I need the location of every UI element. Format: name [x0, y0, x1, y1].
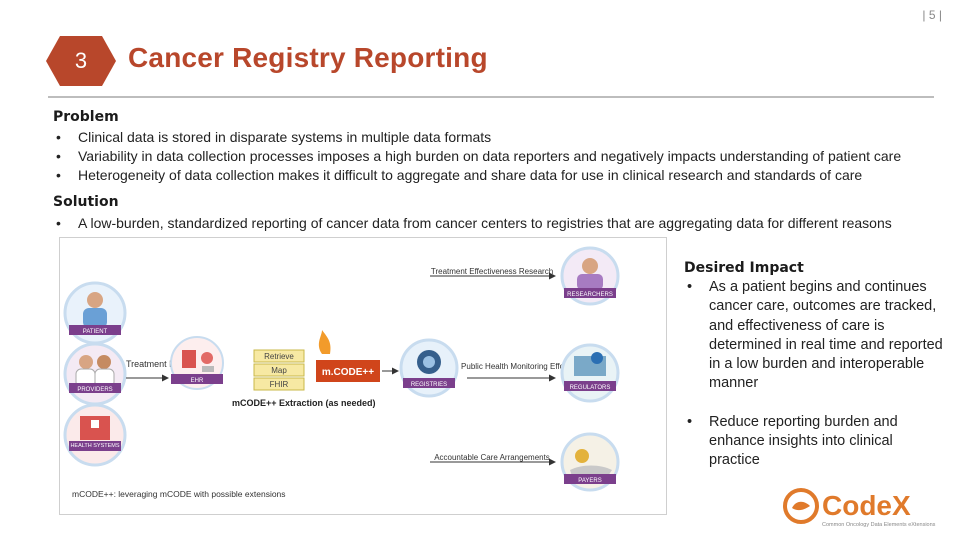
mcode-badge	[316, 360, 380, 382]
impact-bullet: •As a patient begins and continues cance…	[687, 279, 943, 392]
payers-node: PAYERS	[560, 432, 620, 492]
solution-heading: Solution	[53, 194, 119, 210]
solution-bullet: •A low-burden, standardized reporting of…	[56, 215, 892, 231]
registries-node: REGISTRIES	[399, 338, 459, 398]
solution-list: •A low-burden, standardized reporting of…	[53, 214, 903, 233]
extraction-label: mCODE++ Extraction (as needed)	[232, 398, 376, 408]
treatment-data-label: Treatment Data	[126, 359, 188, 369]
problem-list: •Clinical data is stored in disparate sy…	[53, 128, 943, 185]
regulators-label: REGULATORS	[570, 385, 611, 391]
problem-bullet: •Clinical data is stored in disparate sy…	[56, 129, 492, 145]
flame-icon	[318, 330, 331, 354]
payers-label: PAYERS	[578, 478, 601, 484]
providers-label: PROVIDERS	[77, 387, 112, 393]
problem-heading: Problem	[53, 109, 119, 125]
regulators-node: REGULATORS	[560, 343, 620, 403]
impact-heading: Desired Impact	[684, 260, 804, 276]
patient-label: PATIENT	[83, 329, 108, 335]
patient-node: PATIENT	[63, 281, 127, 345]
section-number-badge: 3	[46, 36, 116, 86]
step-retrieve: Retrieve	[264, 352, 294, 361]
logo-wordmark: CodeX	[822, 490, 911, 521]
step-fhir: FHIR	[270, 380, 289, 389]
figure-caption: mCODE++: leveraging mCODE with possible …	[72, 489, 286, 499]
providers-node: PROVIDERS	[63, 342, 127, 406]
title-divider	[48, 96, 934, 98]
impact-bullet: •Reduce reporting burden and enhance ins…	[687, 413, 898, 469]
workflow-diagram: PATIENT PROVIDERS HEALTH SYSTEMS Treatme…	[59, 237, 667, 515]
impact-list: •As a patient begins and continues cance…	[684, 278, 946, 471]
codex-logo-svg: CodeX Common Oncology Data Elements eXte…	[783, 488, 936, 528]
step-map: Map	[271, 366, 287, 375]
health-systems-node: HEALTH SYSTEMS	[63, 403, 127, 467]
output-label-monitoring: Public Health Monitoring Efforts	[461, 362, 573, 371]
workflow-svg: PATIENT PROVIDERS HEALTH SYSTEMS Treatme…	[63, 246, 620, 499]
problem-bullet: •Variability in data collection processe…	[56, 148, 902, 164]
output-label-research: Treatment Effectiveness Research	[431, 267, 553, 276]
researchers-node: RESEARCHERS	[560, 246, 620, 306]
codex-logo: CodeX Common Oncology Data Elements eXte…	[782, 486, 942, 530]
researchers-label: RESEARCHERS	[567, 292, 613, 298]
logo-tagline: Common Oncology Data Elements eXtensions	[822, 522, 936, 528]
ehr-label: EHR	[191, 378, 204, 384]
impact-section: Desired Impact •As a patient begins and …	[684, 260, 946, 471]
section-number: 3	[74, 48, 88, 73]
output-label-care: Accountable Care Arrangements	[434, 453, 550, 462]
ehr-node: EHR	[170, 336, 224, 390]
health-systems-label: HEALTH SYSTEMS	[70, 443, 119, 449]
process-steps: Retrieve Map FHIR	[253, 349, 305, 391]
page-number: | 5 |	[922, 8, 942, 22]
slide-title: Cancer Registry Reporting	[128, 42, 488, 73]
mcode-label: m.CODE++	[322, 367, 374, 378]
problem-bullet: •Heterogeneity of data collection makes …	[56, 167, 863, 183]
registries-label: REGISTRIES	[411, 382, 447, 388]
